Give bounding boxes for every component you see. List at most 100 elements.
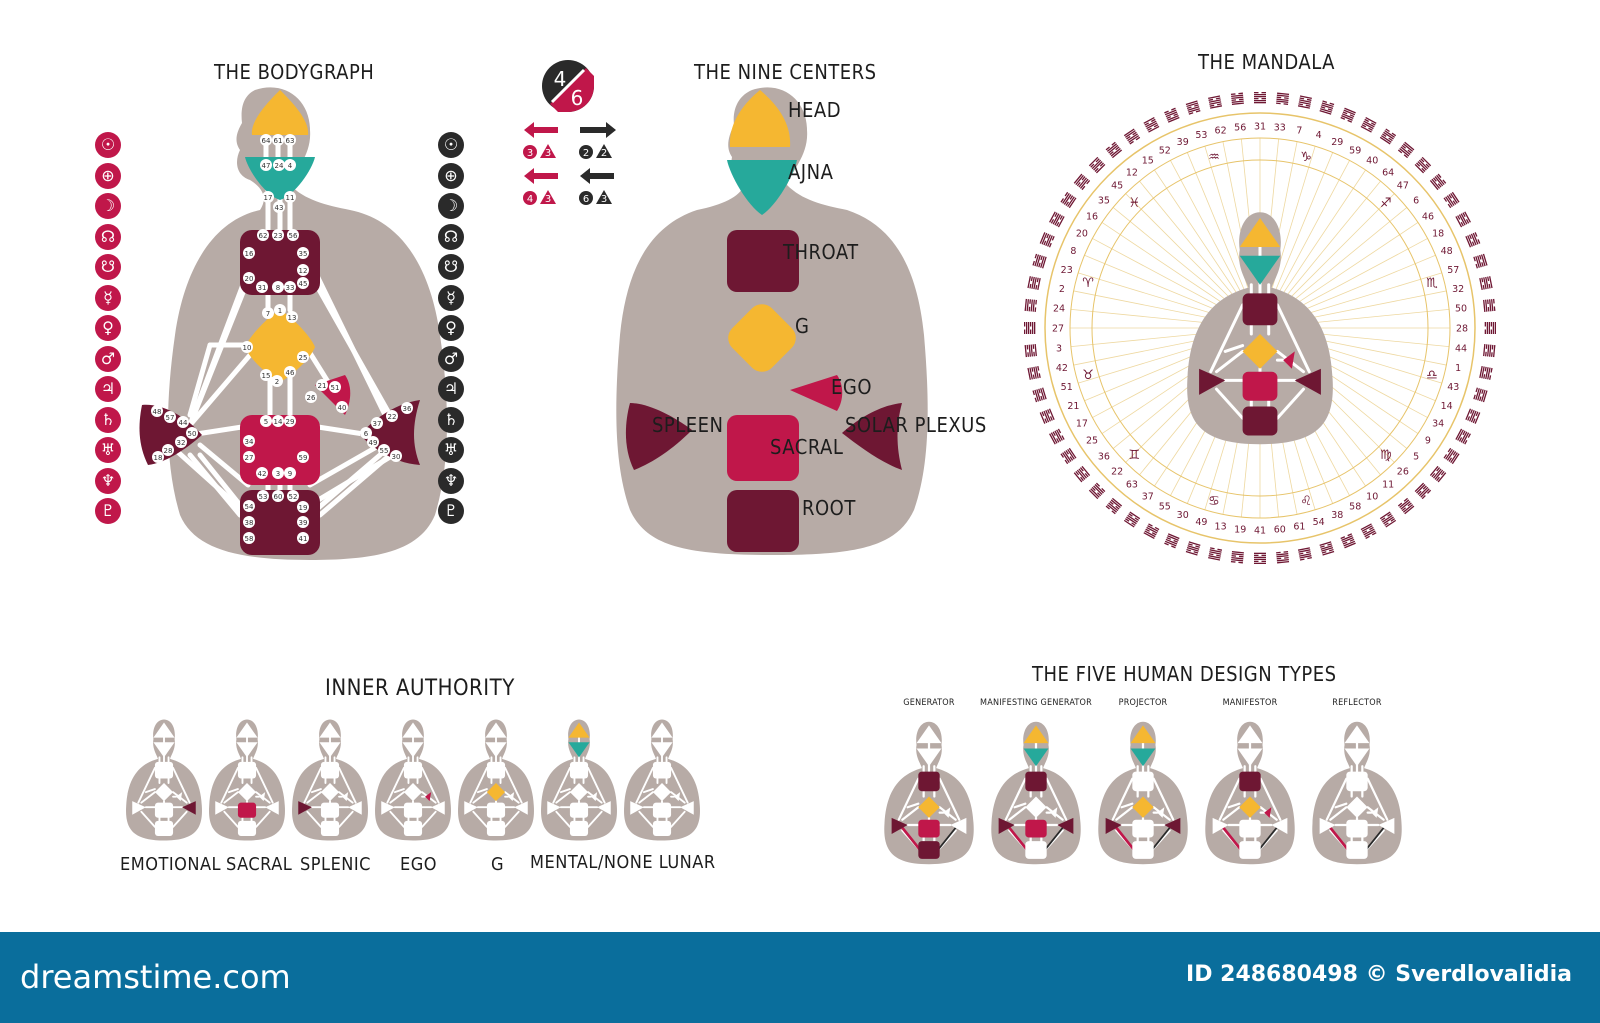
center-label-sacral: SACRAL <box>770 435 844 459</box>
ego-center <box>176 792 183 802</box>
gate-63: 63 <box>284 134 296 146</box>
svg-text:48: 48 <box>153 408 162 416</box>
svg-text:28: 28 <box>164 447 173 455</box>
hexagram-icon <box>1060 191 1077 209</box>
hexagram-icon <box>1105 497 1123 515</box>
svg-text:13: 13 <box>288 314 297 322</box>
gate-15: 15 <box>260 369 272 381</box>
gate-24: 24 <box>273 159 285 171</box>
ego-center <box>1283 351 1295 369</box>
svg-text:22: 22 <box>388 413 397 421</box>
gate-23: 23 <box>272 229 284 241</box>
mandala-gate-number: 25 <box>1086 436 1098 447</box>
zodiac-icon: ♋ <box>1208 494 1220 509</box>
ego-center <box>943 807 951 818</box>
svg-text:42: 42 <box>258 470 267 478</box>
hexagram-icon <box>1024 298 1037 312</box>
hexagram-icon <box>1164 533 1180 549</box>
hexagram-icon <box>1105 141 1123 159</box>
figure-silhouette <box>1312 721 1402 865</box>
planet-icon: ♇ <box>95 498 121 524</box>
planet-icon: ☽ <box>95 193 121 219</box>
g-center <box>1132 796 1154 818</box>
mandala-gate-number: 2 <box>1059 284 1065 295</box>
head-center <box>485 722 507 738</box>
sacral-center <box>237 802 257 818</box>
gate-38: 38 <box>243 516 255 528</box>
hexagram-icon <box>1060 447 1077 465</box>
figure-silhouette <box>991 721 1081 865</box>
svg-text:6: 6 <box>364 430 369 438</box>
authority-figure <box>458 719 534 841</box>
gate-14: 14 <box>272 415 284 427</box>
authority-figure <box>126 719 202 841</box>
solar-plexus-center <box>680 801 694 815</box>
gate-21: 21 <box>316 379 328 391</box>
mandala-gate-number: 22 <box>1111 466 1123 477</box>
mandala-gate-number: 4 <box>1316 130 1322 141</box>
sacral-center <box>154 802 174 818</box>
gate-58: 58 <box>243 532 255 544</box>
ego-center <box>1050 807 1058 818</box>
hexagram-icon <box>1465 232 1481 248</box>
svg-text:5: 5 <box>264 418 268 426</box>
zodiac-icon: ♍ <box>1380 448 1392 463</box>
svg-text:4: 4 <box>527 194 533 205</box>
mandala-gate-number: 54 <box>1313 517 1325 528</box>
type-figure <box>1312 721 1402 865</box>
svg-text:31: 31 <box>258 284 267 292</box>
hexagram-icon <box>1039 232 1055 248</box>
spleen-center <box>1199 368 1226 395</box>
head-center <box>153 722 175 738</box>
svg-text:45: 45 <box>299 280 308 288</box>
svg-text:3: 3 <box>601 194 607 205</box>
mandala-gate-number: 60 <box>1274 525 1286 536</box>
head-center <box>651 722 673 738</box>
spleen-center <box>1105 817 1122 834</box>
ajna-center <box>402 742 424 758</box>
center-label-head: HEAD <box>788 98 842 122</box>
head-center <box>402 722 424 738</box>
ajna-center <box>485 742 507 758</box>
mandala-wheel: 4119134930553763223625172151423272422382… <box>1024 92 1496 564</box>
hexagram-icon <box>1429 465 1447 483</box>
svg-text:61: 61 <box>274 137 283 145</box>
gate-34: 34 <box>243 435 255 447</box>
g-center <box>918 796 940 818</box>
center-label-g: G <box>795 314 810 338</box>
sacral-center <box>1239 819 1261 838</box>
zodiac-icon: ♈ <box>1082 276 1094 291</box>
hexagram-icon <box>1484 322 1496 334</box>
svg-text:40: 40 <box>338 404 347 412</box>
svg-text:6: 6 <box>583 194 589 205</box>
planet-icon: ☊ <box>438 223 464 250</box>
hexagram-icon <box>1027 365 1041 380</box>
mandala-gate-number: 37 <box>1142 491 1154 502</box>
planet-icon: ♃ <box>95 376 121 402</box>
mandala-gate-number: 39 <box>1177 137 1189 148</box>
hexagram-icon <box>1473 387 1488 403</box>
gate-25: 25 <box>297 351 309 363</box>
root-center <box>1346 841 1368 859</box>
mandala-gate-number: 27 <box>1052 324 1064 335</box>
svg-text:43: 43 <box>275 204 284 212</box>
hexagram-icon <box>1379 511 1397 528</box>
mandala-gate-number: 45 <box>1111 181 1123 192</box>
hexagram-icon <box>1276 551 1290 564</box>
mandala-gate-number: 24 <box>1053 304 1065 315</box>
mandala-gate-number: 13 <box>1215 522 1227 533</box>
spleen-center <box>298 801 312 815</box>
svg-text:20: 20 <box>245 275 254 283</box>
hexagram-icon <box>1455 211 1471 228</box>
svg-text:3: 3 <box>545 148 551 159</box>
hexagram-icon <box>1297 547 1312 561</box>
root-center <box>320 820 340 836</box>
hexagram-icon <box>1455 428 1471 445</box>
solar-plexus-center <box>265 801 279 815</box>
hexagram-icon <box>1024 322 1036 334</box>
solar-plexus-center <box>950 817 967 834</box>
planet-icon: ♆ <box>438 467 464 494</box>
svg-text:11: 11 <box>286 194 295 202</box>
